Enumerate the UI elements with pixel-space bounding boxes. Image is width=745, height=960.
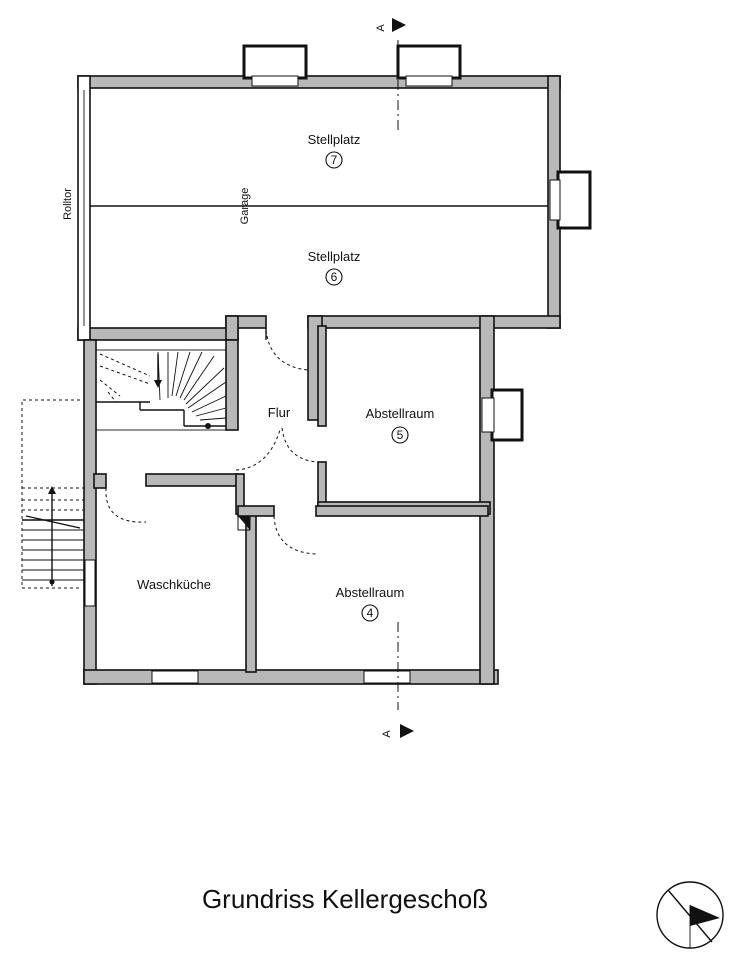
room-number-6-circle bbox=[325, 268, 343, 286]
north-arrow-icon bbox=[656, 881, 724, 949]
stair-icon bbox=[95, 349, 227, 431]
abstellraum-5-label: Abstellraum bbox=[366, 406, 435, 421]
plan-title: Grundriss Kellergeschoß bbox=[201, 884, 489, 914]
room-number-7-circle bbox=[325, 151, 343, 169]
garage-label: Garage bbox=[239, 188, 251, 225]
room-number-7: 7 bbox=[331, 153, 338, 167]
room-number-5-circle bbox=[391, 426, 409, 444]
room-number-6: 6 bbox=[331, 270, 338, 284]
room-number-4-circle bbox=[361, 604, 379, 622]
section-label-bottom: A bbox=[381, 730, 393, 738]
door-swing-icon bbox=[105, 328, 319, 555]
rolltor-label: Rolltor bbox=[62, 188, 74, 220]
section-arrow-icon bbox=[392, 18, 406, 32]
exterior-stair-icon bbox=[21, 399, 84, 589]
waschkueche-label: Waschküche bbox=[137, 577, 211, 592]
room-number-4: 4 bbox=[367, 606, 374, 620]
stellplatz-7-label: Stellplatz bbox=[308, 132, 361, 147]
abstellraum-4-label: Abstellraum bbox=[336, 585, 405, 600]
section-line: A A bbox=[375, 18, 414, 738]
room-number-5: 5 bbox=[397, 428, 404, 442]
section-arrow-icon bbox=[400, 724, 414, 738]
flur-label: Flur bbox=[268, 405, 291, 420]
stellplatz-6-label: Stellplatz bbox=[308, 249, 361, 264]
inner-walls bbox=[93, 325, 491, 673]
windows bbox=[84, 44, 592, 684]
section-label-top: A bbox=[375, 24, 387, 32]
